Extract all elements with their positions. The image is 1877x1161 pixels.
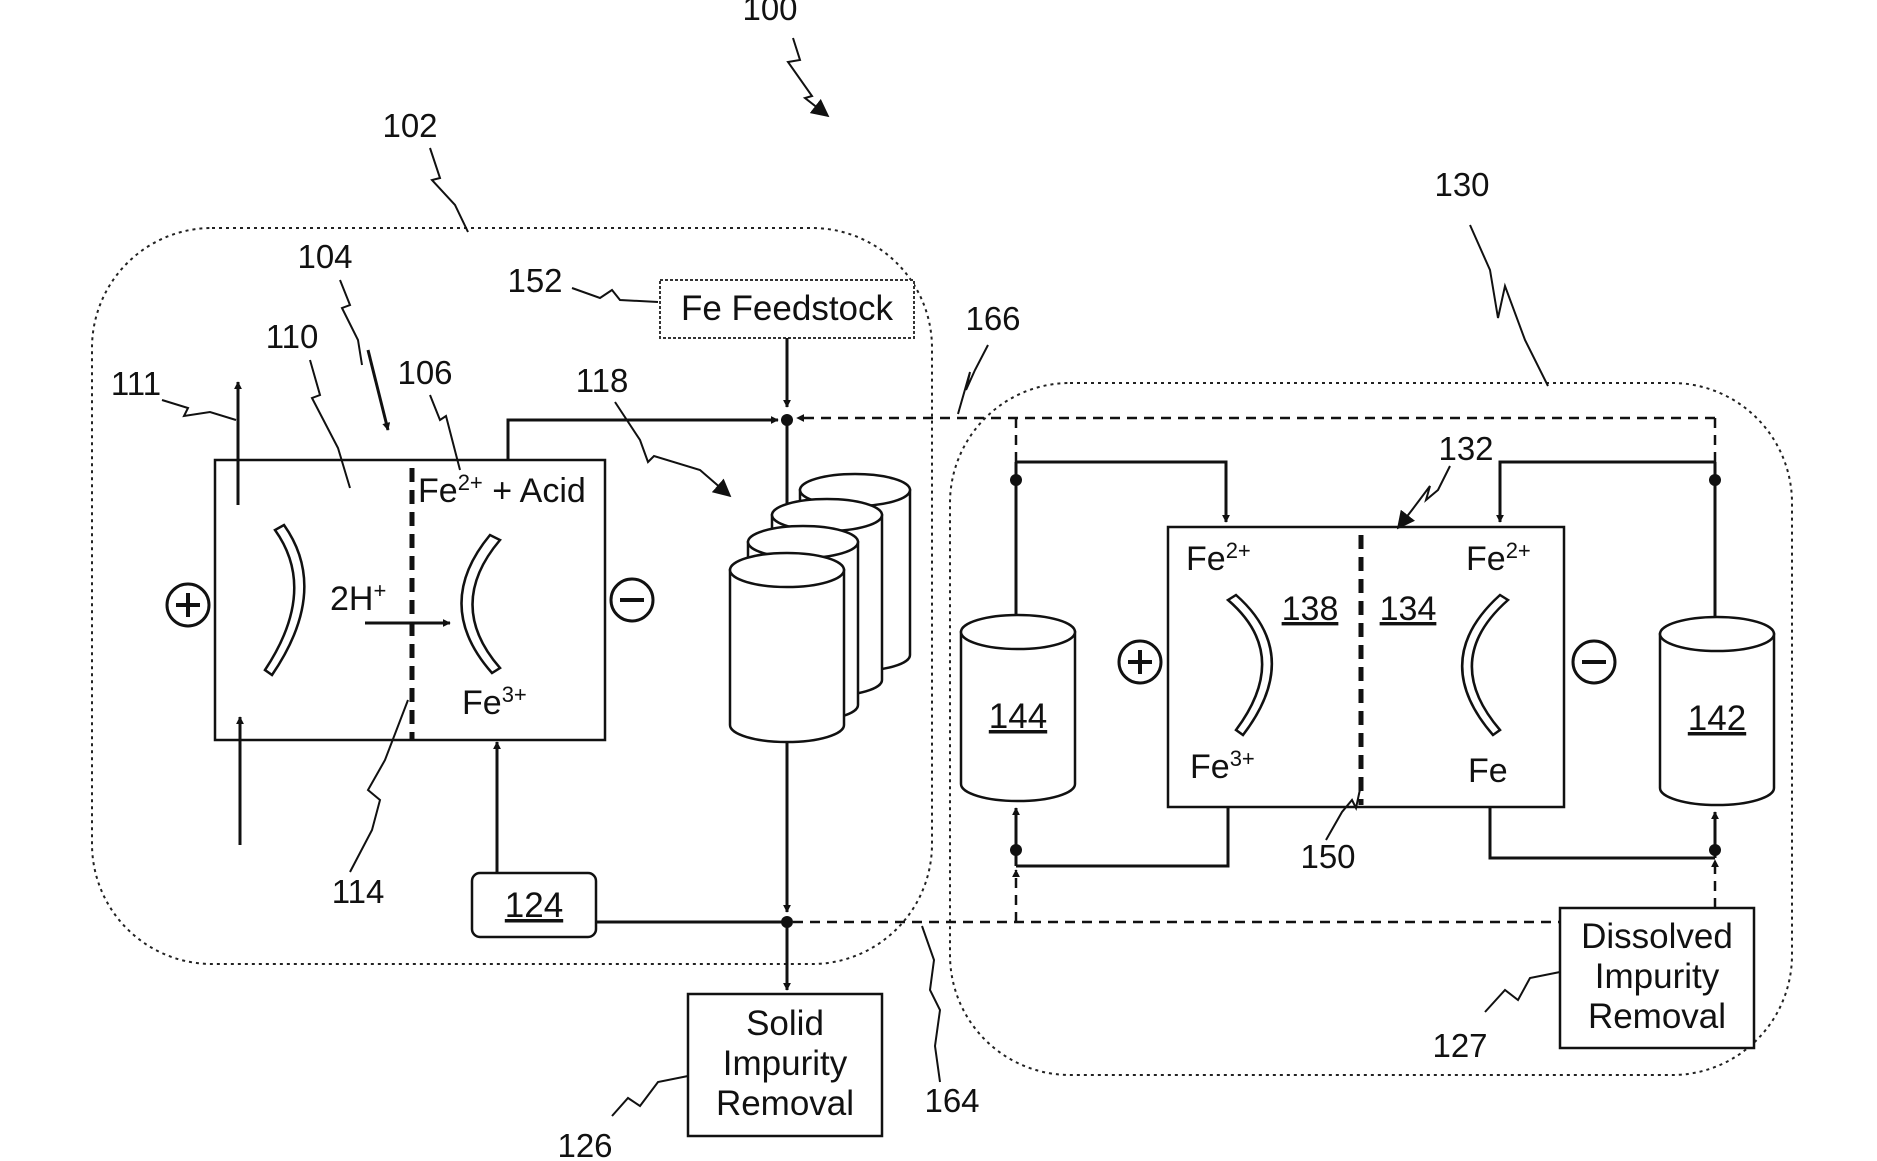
solid-removal-line1: Solid bbox=[746, 1004, 824, 1043]
leader-130 bbox=[1470, 225, 1548, 386]
acid-text: + Acid bbox=[483, 472, 586, 510]
ref-138: 138 bbox=[1282, 590, 1339, 628]
leader-127 bbox=[1485, 972, 1560, 1012]
ref-126: 126 bbox=[557, 1127, 612, 1161]
ref-111: 111 bbox=[111, 365, 161, 402]
ref-130: 130 bbox=[1434, 166, 1489, 203]
h-ion-superscript: + bbox=[373, 578, 386, 603]
leader-164 bbox=[922, 926, 940, 1082]
node-142-top bbox=[1709, 474, 1721, 486]
cell-to-tank144-return bbox=[1016, 807, 1228, 866]
fe-text: Fe bbox=[1190, 748, 1230, 786]
solid-removal-line2: Impurity bbox=[723, 1044, 848, 1083]
minus-terminal-right-icon bbox=[1573, 641, 1615, 683]
tank144-to-cell-arrow bbox=[1016, 462, 1226, 522]
fe-text: Fe bbox=[1466, 540, 1506, 578]
leader-118 bbox=[615, 402, 730, 496]
tank-142-label: 142 bbox=[1688, 699, 1746, 738]
pointer-104 bbox=[368, 350, 388, 430]
cell-to-tank142-return bbox=[1490, 807, 1715, 858]
leader-166 bbox=[958, 345, 988, 414]
ref-127: 127 bbox=[1432, 1027, 1487, 1064]
ref-164: 164 bbox=[924, 1082, 979, 1119]
ref-114: 114 bbox=[332, 873, 385, 910]
ref-134: 134 bbox=[1380, 590, 1437, 628]
leader-100 bbox=[788, 38, 828, 116]
node-144-bottom bbox=[1010, 844, 1022, 856]
plus-terminal-icon bbox=[167, 584, 209, 626]
ref-110: 110 bbox=[266, 318, 319, 355]
fe-text: Fe bbox=[418, 472, 458, 510]
leader-111 bbox=[162, 400, 236, 420]
label-fe2-acid: Fe2+ + Acid bbox=[418, 470, 586, 510]
ref-150: 150 bbox=[1300, 838, 1355, 875]
node-142-bottom bbox=[1709, 844, 1721, 856]
tank-144-label: 144 bbox=[989, 697, 1047, 736]
dissolved-removal-line2: Impurity bbox=[1595, 957, 1720, 996]
ref-100: 100 bbox=[742, 0, 797, 27]
h-ion-text: 2H bbox=[330, 580, 373, 618]
fe2-superscript: 2+ bbox=[1506, 538, 1531, 563]
leader-152 bbox=[572, 288, 658, 302]
storage-tanks-118 bbox=[730, 474, 910, 742]
fe2-superscript: 2+ bbox=[458, 470, 483, 495]
ref-104: 104 bbox=[297, 238, 352, 275]
fe3-superscript: 3+ bbox=[502, 682, 527, 707]
leader-102 bbox=[430, 148, 468, 232]
label-fe-neg: Fe bbox=[1468, 752, 1508, 790]
ref-166: 166 bbox=[965, 300, 1020, 337]
leader-126 bbox=[612, 1076, 688, 1116]
fe2-superscript: 2+ bbox=[1226, 538, 1251, 563]
dissolved-removal-line3: Removal bbox=[1588, 997, 1726, 1036]
ref-152: 152 bbox=[507, 262, 562, 299]
dissolved-removal-line1: Dissolved bbox=[1581, 917, 1733, 956]
fe-text: Fe bbox=[1186, 540, 1226, 578]
leader-132 bbox=[1398, 466, 1450, 528]
fe-text: Fe bbox=[462, 684, 502, 722]
ref-118: 118 bbox=[576, 362, 629, 399]
ref-132: 132 bbox=[1438, 430, 1493, 467]
minus-terminal-icon bbox=[611, 579, 653, 621]
box-124-label: 124 bbox=[505, 886, 563, 925]
fe3-superscript: 3+ bbox=[1230, 746, 1255, 771]
node-144-top bbox=[1010, 474, 1022, 486]
catholyte-out-line bbox=[508, 420, 778, 460]
fe-feedstock-label: Fe Feedstock bbox=[681, 289, 894, 328]
solid-removal-line3: Removal bbox=[716, 1084, 854, 1123]
ref-106: 106 bbox=[397, 354, 452, 391]
tank142-to-cell-arrow bbox=[1500, 462, 1715, 522]
ref-102: 102 bbox=[382, 107, 437, 144]
leader-104 bbox=[340, 280, 362, 365]
plus-terminal-right-icon bbox=[1119, 641, 1161, 683]
